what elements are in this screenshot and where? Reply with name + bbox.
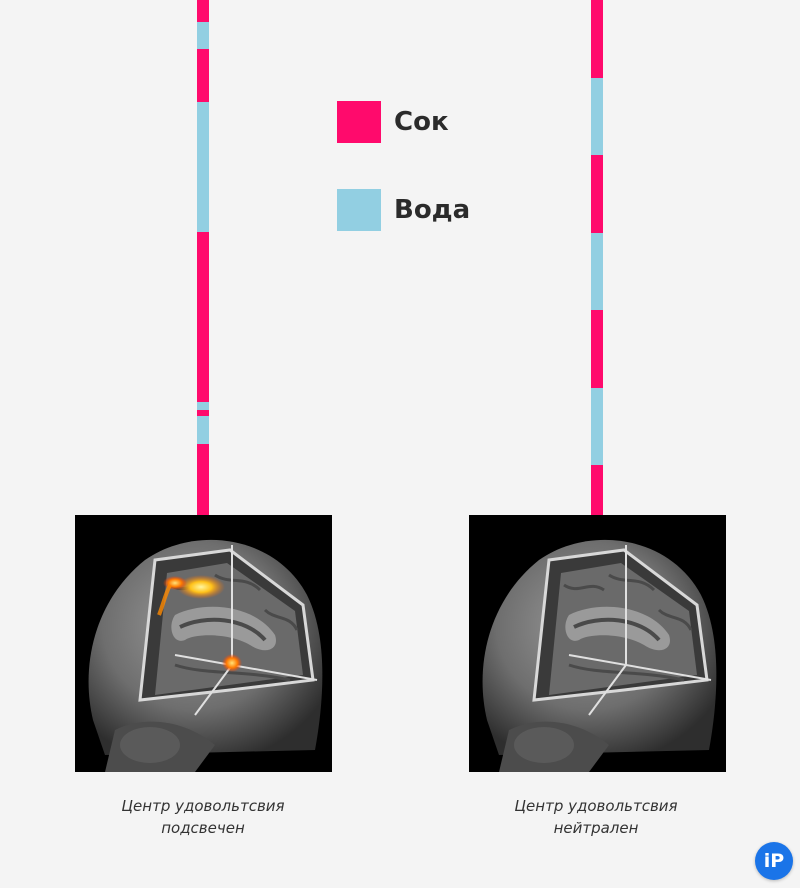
ip-logo: iP	[755, 842, 793, 880]
right-delivery-tube	[591, 0, 603, 515]
tube-segment-water	[591, 78, 603, 155]
tube-segment-juice	[197, 444, 209, 515]
caption-right-line2: нейтрален	[553, 819, 639, 837]
legend-swatch-juice	[337, 101, 381, 143]
caption-left-line2: подсвечен	[161, 819, 245, 837]
tube-segment-juice	[591, 155, 603, 233]
legend-label-water: Вода	[394, 195, 471, 225]
tube-segment-water	[591, 388, 603, 465]
tube-segment-juice	[197, 0, 209, 22]
tube-segment-juice	[591, 0, 603, 78]
tube-segment-juice	[591, 310, 603, 388]
tube-segment-water	[197, 102, 209, 232]
tube-segment-juice	[591, 465, 603, 515]
tube-segment-juice	[197, 410, 209, 416]
tube-segment-juice	[197, 232, 209, 402]
tube-segment-water	[591, 233, 603, 310]
legend-item-juice: Сок	[337, 101, 449, 143]
tube-segment-water	[197, 22, 209, 49]
tube-segment-water	[197, 402, 209, 410]
brain-scan-activated	[75, 515, 332, 772]
legend-swatch-water	[337, 189, 381, 231]
tube-segment-water	[197, 416, 209, 444]
left-delivery-tube	[197, 0, 209, 515]
caption-neutral: Центр удовольтсвия нейтрален	[446, 795, 746, 839]
caption-left-line1: Центр удовольтсвия	[121, 797, 285, 815]
caption-activated: Центр удовольтсвия подсвечен	[53, 795, 353, 839]
legend-item-water: Вода	[337, 189, 470, 231]
tube-segment-juice	[197, 49, 209, 102]
brain-scan-neutral	[469, 515, 726, 772]
caption-right-line1: Центр удовольтсвия	[514, 797, 678, 815]
legend-label-juice: Сок	[394, 107, 449, 137]
